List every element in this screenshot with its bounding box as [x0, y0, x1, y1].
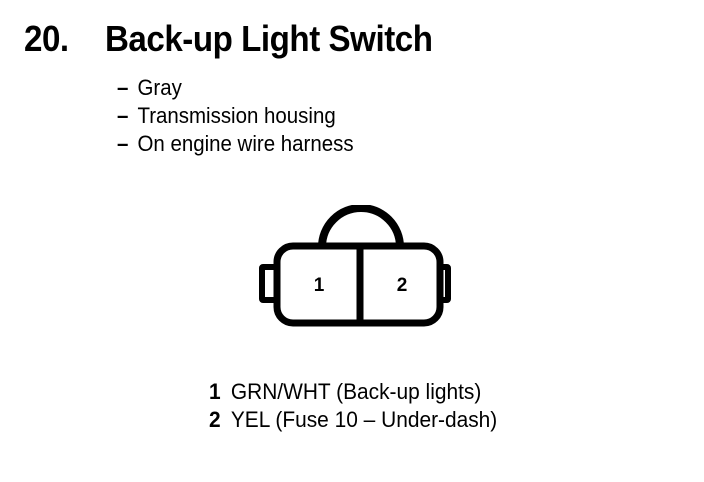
legend-pin-number: 1 [209, 379, 221, 404]
list-item: – Transmission housing [117, 102, 354, 130]
latch-arch-icon [318, 205, 404, 248]
list-item-label: Gray [137, 75, 182, 100]
legend-pin-description: GRN/WHT (Back-up lights) [230, 379, 482, 404]
dash-icon: – [117, 131, 129, 156]
dash-icon: – [117, 75, 129, 100]
legend-pin-description: YEL (Fuse 10 – Under-dash) [230, 407, 498, 432]
list-item: – On engine wire harness [117, 130, 354, 158]
list-item-label: Transmission housing [137, 103, 336, 128]
pin-legend: 1 GRN/WHT (Back-up lights) 2 YEL (Fuse 1… [209, 378, 497, 434]
connector-diagram: 1 2 [255, 205, 455, 335]
list-item-label: On engine wire harness [137, 131, 354, 156]
legend-row: 1 GRN/WHT (Back-up lights) [209, 378, 497, 406]
page-title: 20. Back-up Light Switch [24, 18, 433, 60]
page-title-number: 20. [24, 18, 69, 59]
legend-pin-number: 2 [209, 407, 221, 432]
detail-list: – Gray – Transmission housing – On engin… [117, 74, 354, 158]
legend-row: 2 YEL (Fuse 10 – Under-dash) [209, 406, 497, 434]
page-title-text: Back-up Light Switch [104, 18, 433, 59]
dash-icon: – [117, 103, 129, 128]
connector-cell-2-label: 2 [397, 275, 408, 296]
list-item: – Gray [117, 74, 354, 102]
connector-cell-1-label: 1 [314, 275, 325, 296]
